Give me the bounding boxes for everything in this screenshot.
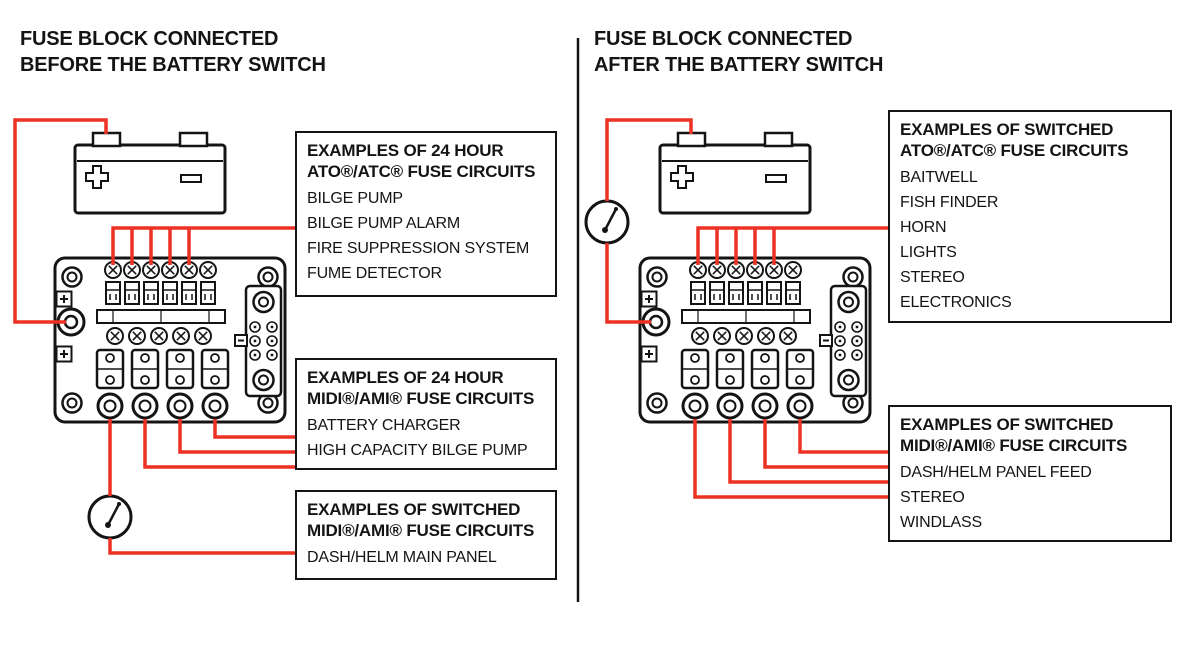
battery-switch-icon — [584, 199, 630, 245]
wire-switch-to-fuse-block — [605, 243, 651, 324]
callout-title-line: MIDI®/AMI® FUSE CIRCUITS — [307, 521, 535, 540]
callout-item-list: BATTERY CHARGER HIGH CAPACITY BILGE PUMP — [307, 413, 545, 463]
callout-item: DASH/HELM PANEL FEED — [900, 464, 1092, 481]
callout-item-list: DASH/HELM PANEL FEED STEREO WINDLASS — [900, 460, 1160, 535]
fuse-block-icon — [55, 258, 285, 422]
right-wires — [605, 118, 888, 499]
panel-title-line: BEFORE THE BATTERY SWITCH — [20, 54, 326, 76]
callout-title-line: EXAMPLES OF SWITCHED — [307, 500, 521, 519]
callout-item: BAITWELL — [900, 169, 978, 186]
callout-switched-midi-fuse-circuits: EXAMPLES OF SWITCHED MIDI®/AMI® FUSE CIR… — [888, 405, 1172, 542]
fuse-block-icon — [640, 258, 870, 422]
battery-switch-icon — [87, 494, 133, 540]
callout-title: EXAMPLES OF SWITCHED ATO®/ATC® FUSE CIRC… — [900, 119, 1160, 161]
callout-title: EXAMPLES OF 24 HOUR ATO®/ATC® FUSE CIRCU… — [307, 140, 545, 182]
callout-24hr-ato-fuse-circuits: EXAMPLES OF 24 HOUR ATO®/ATC® FUSE CIRCU… — [295, 131, 557, 297]
callout-item: FIRE SUPPRESSION SYSTEM — [307, 240, 530, 257]
callout-item: LIGHTS — [900, 244, 957, 261]
callout-title: EXAMPLES OF 24 HOUR MIDI®/AMI® FUSE CIRC… — [307, 367, 545, 409]
callout-24hr-midi-fuse-circuits: EXAMPLES OF 24 HOUR MIDI®/AMI® FUSE CIRC… — [295, 358, 557, 470]
callout-item-list: BILGE PUMP BILGE PUMP ALARM FIRE SUPPRES… — [307, 186, 545, 286]
callout-switched-midi-fuse-circuits: EXAMPLES OF SWITCHED MIDI®/AMI® FUSE CIR… — [295, 490, 557, 580]
callout-switched-ato-fuse-circuits: EXAMPLES OF SWITCHED ATO®/ATC® FUSE CIRC… — [888, 110, 1172, 323]
panel-title-line: FUSE BLOCK CONNECTED — [20, 28, 279, 50]
wire-midi-circuit — [213, 419, 295, 439]
wire-midi-circuit — [728, 419, 888, 484]
wire-midi-circuit — [763, 419, 888, 469]
callout-title-line: EXAMPLES OF SWITCHED — [900, 120, 1114, 139]
callout-title-line: MIDI®/AMI® FUSE CIRCUITS — [307, 389, 535, 408]
wire-switch-to-circuit — [108, 538, 295, 555]
right-diagram — [584, 118, 888, 499]
left-diagram — [13, 118, 295, 555]
wire-midi-circuit — [143, 419, 295, 469]
wire-midi-circuit — [798, 419, 888, 454]
callout-title: EXAMPLES OF SWITCHED MIDI®/AMI® FUSE CIR… — [900, 414, 1160, 456]
callout-item: ELECTRONICS — [900, 294, 1012, 311]
left-panel-title: FUSE BLOCK CONNECTED BEFORE THE BATTERY … — [20, 26, 326, 78]
callout-item-list: DASH/HELM MAIN PANEL — [307, 545, 545, 570]
callout-item-list: BAITWELL FISH FINDER HORN LIGHTS STEREO … — [900, 165, 1160, 315]
wire-ato-circuits-feed — [111, 226, 295, 265]
battery-icon — [658, 131, 812, 215]
callout-title-line: ATO®/ATC® FUSE CIRCUITS — [900, 141, 1129, 160]
panel-title-line: FUSE BLOCK CONNECTED — [594, 28, 853, 50]
callout-title-line: EXAMPLES OF 24 HOUR — [307, 368, 504, 387]
wire-battery-to-switch — [605, 118, 693, 201]
callout-item: HORN — [900, 219, 947, 236]
callout-item: HIGH CAPACITY BILGE PUMP — [307, 442, 528, 459]
wire-battery-to-fuse-block — [13, 118, 108, 324]
callout-item: BILGE PUMP — [307, 190, 403, 207]
callout-title-line: EXAMPLES OF 24 HOUR — [307, 141, 504, 160]
callout-item: STEREO — [900, 269, 965, 286]
callout-item: WINDLASS — [900, 514, 982, 531]
panel-title-line: AFTER THE BATTERY SWITCH — [594, 54, 884, 76]
callout-title-line: EXAMPLES OF SWITCHED — [900, 415, 1114, 434]
wire-ato-circuits-feed — [696, 226, 888, 265]
callout-item: BATTERY CHARGER — [307, 417, 461, 434]
callout-item: DASH/HELM MAIN PANEL — [307, 549, 497, 566]
battery-icon — [73, 131, 227, 215]
callout-item: FISH FINDER — [900, 194, 999, 211]
right-panel-title: FUSE BLOCK CONNECTED AFTER THE BATTERY S… — [594, 26, 883, 78]
left-wires — [13, 118, 295, 555]
callout-title-line: MIDI®/AMI® FUSE CIRCUITS — [900, 436, 1128, 455]
callout-item: FUME DETECTOR — [307, 265, 442, 282]
callout-title-line: ATO®/ATC® FUSE CIRCUITS — [307, 162, 536, 181]
callout-item: STEREO — [900, 489, 965, 506]
callout-item: BILGE PUMP ALARM — [307, 215, 461, 232]
wire-midi-circuit — [693, 419, 888, 499]
wire-midi-circuit — [178, 419, 295, 454]
callout-title: EXAMPLES OF SWITCHED MIDI®/AMI® FUSE CIR… — [307, 499, 545, 541]
